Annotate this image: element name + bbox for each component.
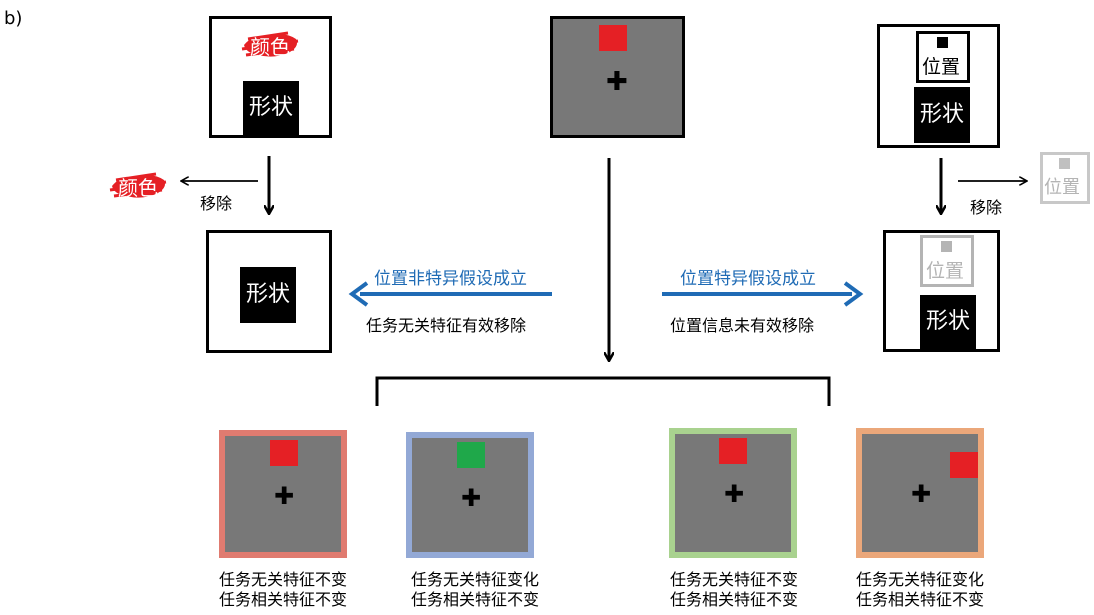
- red-square: [270, 440, 298, 466]
- fixation-cross-icon: ✚: [724, 480, 745, 508]
- position-feature: 位置: [916, 31, 970, 83]
- condition-4-line1: 任务无关特征变化: [855, 570, 984, 589]
- red-scribble-icon: [109, 172, 167, 198]
- red-scribble-icon: [241, 31, 299, 57]
- removed-position-label: 位置: [1044, 177, 1080, 198]
- red-square-shifted: [950, 452, 978, 478]
- fixation-cross-icon: ✚: [461, 484, 482, 512]
- red-square: [719, 438, 747, 464]
- faded-dot: [941, 241, 952, 252]
- condition-4-caption: 任务无关特征变化 任务相关特征不变: [820, 570, 1020, 610]
- right-result-box: 位置 形状: [883, 230, 1000, 352]
- removed-position-feature: 位置: [1040, 152, 1090, 204]
- condition-2-line2: 任务相关特征不变: [410, 590, 539, 609]
- condition-1-line2: 任务相关特征不变: [218, 590, 347, 609]
- remove-label-right: 移除: [970, 198, 1003, 217]
- color-feature: 颜色: [238, 27, 304, 61]
- left-stimulus-box: 颜色 形状: [209, 16, 332, 138]
- red-square: [599, 25, 627, 51]
- shape-feature-right: 形状: [914, 87, 970, 143]
- condition-3-caption: 任务无关特征不变 任务相关特征不变: [634, 570, 834, 610]
- condition-3-stimulus: ✚: [669, 428, 797, 558]
- nonspecific-hypothesis-sub: 任务无关特征有效移除: [366, 316, 527, 335]
- center-stimulus: ✚: [550, 16, 685, 138]
- condition-4-stimulus: ✚: [856, 428, 984, 558]
- faded-position-label: 位置: [926, 260, 965, 282]
- condition-2-caption: 任务无关特征变化 任务相关特征不变: [375, 570, 575, 610]
- shape-feature-remaining: 形状: [240, 267, 296, 323]
- shape-feature: 形状: [243, 81, 299, 135]
- blue-right-arrowhead: [843, 281, 864, 307]
- blue-left-arrowhead: [348, 281, 369, 307]
- condition-3-line2: 任务相关特征不变: [669, 590, 798, 609]
- shape-feature-right-remaining: 形状: [920, 295, 976, 349]
- removed-color-label: 颜色: [118, 176, 158, 200]
- condition-4-line2: 任务相关特征不变: [855, 590, 984, 609]
- green-square: [457, 442, 485, 468]
- specific-hypothesis-sub: 位置信息未有效移除: [670, 316, 815, 335]
- condition-1-line1: 任务无关特征不变: [218, 570, 347, 589]
- right-stimulus-box: 位置 形状: [877, 24, 1000, 148]
- fixation-cross-icon: ✚: [911, 480, 932, 508]
- panel-label: b): [4, 8, 23, 29]
- left-result-box: 形状: [206, 230, 332, 353]
- condition-2-line1: 任务无关特征变化: [410, 570, 539, 589]
- condition-3-line1: 任务无关特征不变: [669, 570, 798, 589]
- position-feature-label: 位置: [922, 56, 961, 78]
- black-dot: [937, 37, 948, 48]
- fixation-cross-icon: ✚: [274, 482, 295, 510]
- remove-label-left: 移除: [200, 194, 233, 213]
- faded-position-feature: 位置: [920, 235, 974, 287]
- specific-hypothesis-label: 位置特异假设成立: [680, 269, 816, 289]
- nonspecific-hypothesis-label: 位置非特异假设成立: [374, 269, 527, 289]
- color-feature-label: 颜色: [250, 35, 290, 59]
- condition-2-stimulus: ✚: [406, 432, 534, 558]
- removed-position-dot: [1059, 158, 1070, 169]
- condition-1-stimulus: ✚: [219, 430, 347, 558]
- removed-color-feature: 颜色: [106, 166, 172, 202]
- fixation-cross-icon: ✚: [606, 67, 628, 97]
- bracket: [375, 376, 831, 406]
- condition-1-caption: 任务无关特征不变 任务相关特征不变: [183, 570, 383, 610]
